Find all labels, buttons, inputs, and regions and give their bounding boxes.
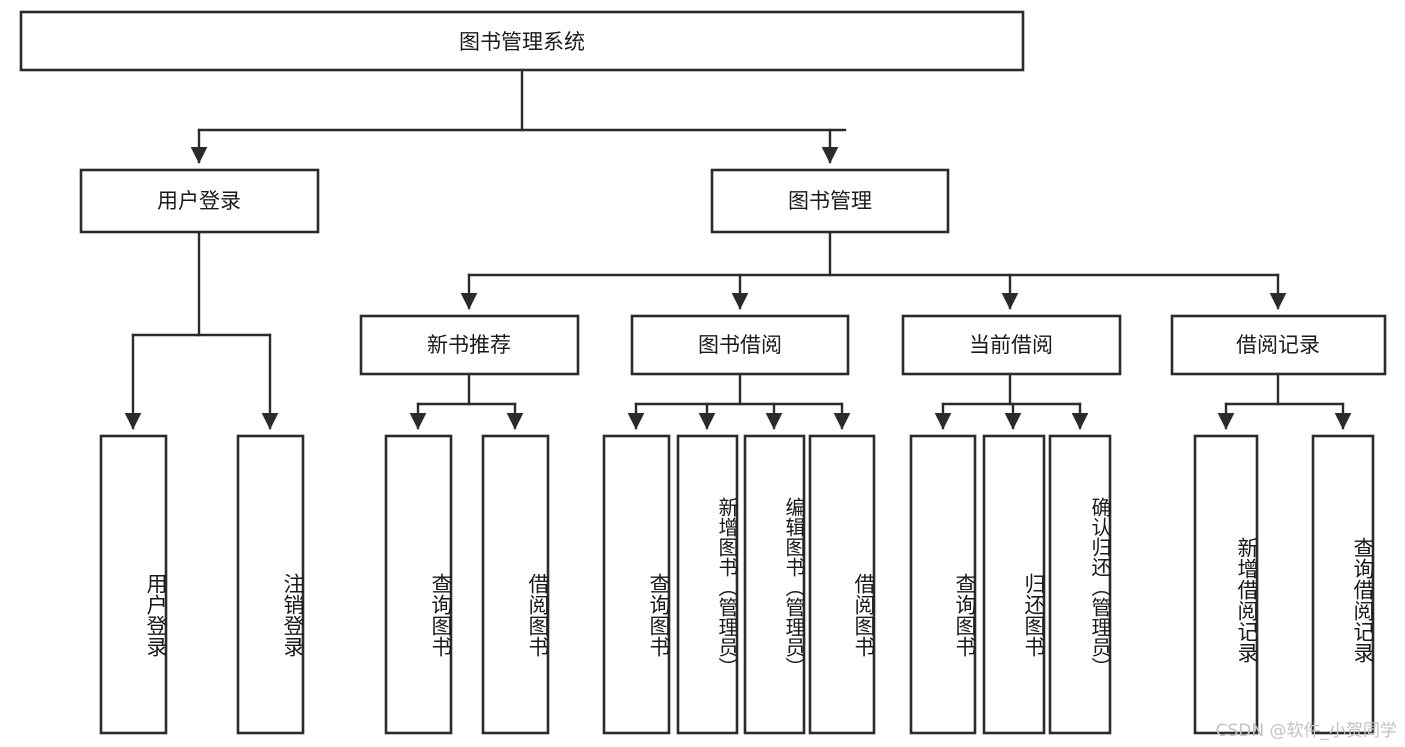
node-user-login[interactable]: 用户登录 (79, 168, 320, 234)
leaf-box-logout[interactable] (236, 434, 305, 735)
leaf-box-user-login[interactable] (99, 434, 168, 735)
connector-login-to-leaves (124, 230, 279, 430)
node-current-borrow-label: 当前借阅 (969, 333, 1053, 357)
node-root-label: 图书管理系统 (459, 30, 585, 54)
leaf-box-query-book-3[interactable] (909, 434, 977, 735)
leaf-box-borrow-book-2[interactable] (808, 434, 876, 735)
leaf-box-return-book[interactable] (982, 434, 1046, 735)
node-book-management[interactable]: 图书管理 (710, 168, 950, 234)
leaf-box-add-borrow-record[interactable] (1193, 434, 1259, 735)
node-root[interactable]: 图书管理系统 (19, 10, 1025, 72)
leaf-box-query-book-1[interactable] (384, 434, 453, 735)
node-user-login-label: 用户登录 (157, 189, 241, 213)
connector-newbook-to-leaves (409, 372, 524, 430)
node-book-borrow-label: 图书借阅 (698, 333, 782, 357)
leaf-box-borrow-book-1[interactable] (481, 434, 550, 735)
connector-bookmgmt-to-level3 (460, 230, 1287, 310)
node-new-book-recommend-label: 新书推荐 (427, 333, 511, 357)
node-book-management-label: 图书管理 (788, 189, 872, 213)
leaf-box-edit-book-admin[interactable] (743, 434, 806, 735)
connector-borrow-to-leaves (627, 372, 851, 430)
csdn-watermark: CSDN @软件_小贺同学 (1215, 721, 1397, 741)
leaf-box-query-book-2[interactable] (602, 434, 671, 735)
connector-root-to-level2 (190, 68, 847, 164)
node-book-borrow[interactable]: 图书借阅 (630, 314, 850, 376)
node-current-borrow[interactable]: 当前借阅 (901, 314, 1122, 376)
leaf-box-group (99, 434, 1375, 735)
leaf-box-confirm-return[interactable] (1048, 434, 1112, 735)
node-borrow-record-label: 借阅记录 (1236, 333, 1320, 357)
connector-record-to-leaves (1217, 372, 1352, 430)
leaf-box-add-book-admin[interactable] (676, 434, 739, 735)
node-borrow-record[interactable]: 借阅记录 (1170, 314, 1387, 376)
connector-current-to-leaves (934, 372, 1089, 430)
leaf-box-query-borrow-record[interactable] (1311, 434, 1375, 735)
node-new-book-recommend[interactable]: 新书推荐 (359, 314, 580, 376)
